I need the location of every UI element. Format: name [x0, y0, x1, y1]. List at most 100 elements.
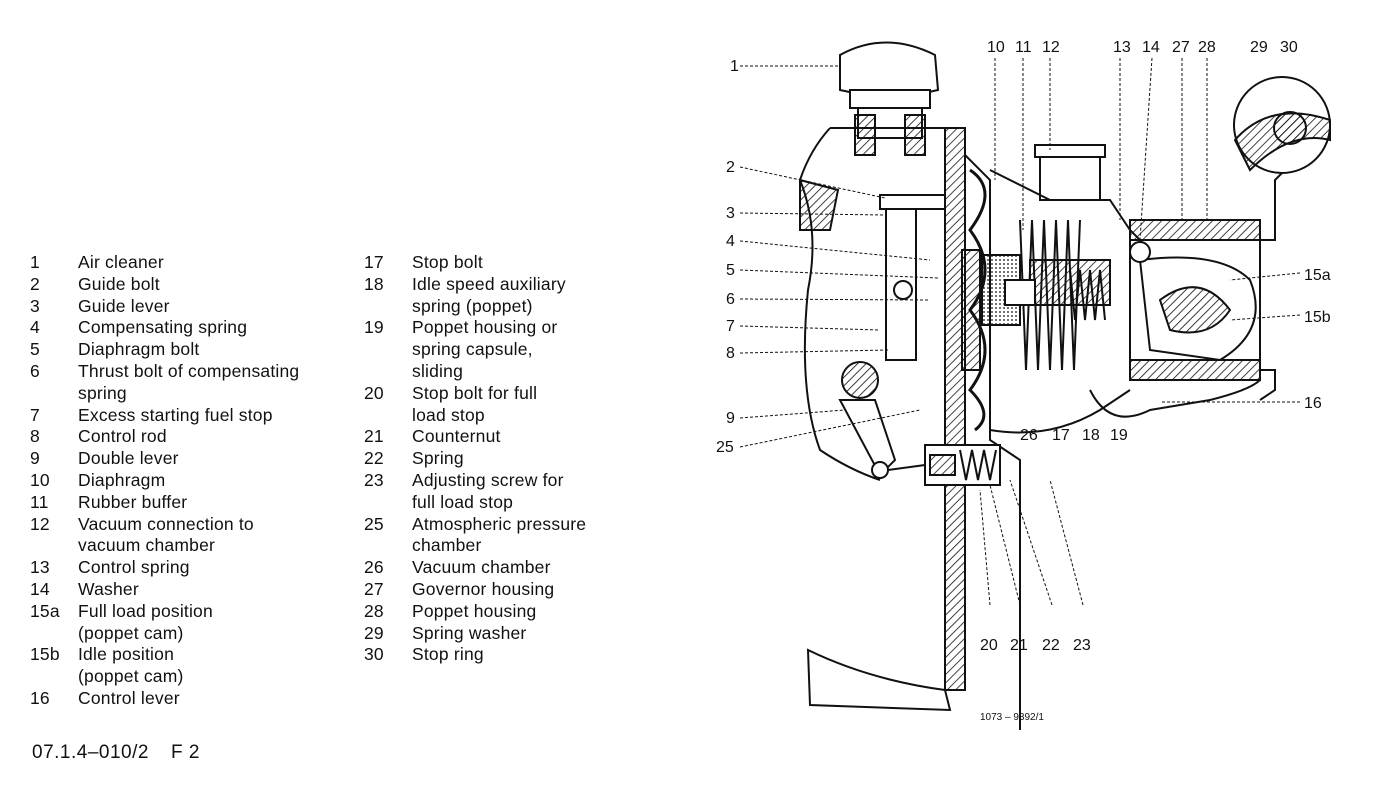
- callout-number: 25: [716, 439, 734, 456]
- legend-line: Guide bolt: [78, 273, 160, 294]
- legend-line: Diaphragm bolt: [78, 339, 200, 360]
- legend-description: Spring: [412, 448, 664, 470]
- legend-number: 22: [364, 448, 384, 469]
- callout-number: 6: [726, 291, 735, 308]
- legend-line: Excess starting fuel stop: [78, 404, 273, 425]
- callout-number: 10: [987, 39, 1005, 56]
- document-code: 07.1.4–010/2: [32, 742, 149, 763]
- callout-number: 23: [1073, 637, 1091, 654]
- callout-number: 7: [726, 318, 735, 335]
- legend-number: 21: [364, 426, 384, 447]
- legend-item: 17 Stop bolt: [364, 252, 664, 274]
- legend-line: Full load position: [78, 600, 213, 621]
- legend-line: Stop ring: [412, 644, 484, 665]
- legend-number: 6: [30, 360, 40, 381]
- legend-line: Air cleaner: [78, 252, 164, 272]
- legend-item: 26 Vacuum chamber: [364, 557, 664, 579]
- legend-number: 17: [364, 252, 384, 272]
- legend-number: 7: [30, 404, 40, 425]
- legend-number: 14: [30, 578, 50, 599]
- legend-line: Compensating spring: [78, 317, 248, 338]
- legend-line: Stop bolt for full: [412, 382, 538, 403]
- legend-number: 1: [30, 252, 40, 272]
- legend-line: Control rod: [78, 426, 167, 447]
- legend-line: Guide lever: [78, 295, 170, 316]
- callout-number: 28: [1198, 39, 1216, 56]
- legend-line: Diaphragm: [78, 469, 166, 490]
- legend-number: 5: [30, 339, 40, 360]
- legend-line: spring (poppet): [412, 295, 533, 316]
- callout-number: 14: [1142, 39, 1160, 56]
- legend-line: Control lever: [78, 687, 180, 708]
- legend-item: 7 Excess starting fuel stop: [30, 405, 370, 427]
- air-cleaner-shape: [839, 41, 940, 97]
- legend-line: chamber: [412, 535, 482, 556]
- callout-number: 27: [1172, 39, 1190, 56]
- legend-line: Stop bolt: [412, 252, 483, 272]
- legend-line: Spring: [412, 448, 464, 469]
- legend-description: Diaphragm bolt: [78, 339, 370, 361]
- legend-description: Diaphragm: [78, 470, 370, 492]
- legend-description: Control lever: [78, 688, 370, 710]
- legend-number: 8: [30, 426, 40, 447]
- legend-item: 5 Diaphragm bolt: [30, 339, 370, 361]
- legend-item: 1 Air cleaner: [30, 252, 370, 274]
- callout-number: 17: [1052, 427, 1070, 444]
- legend-number: 27: [364, 578, 384, 599]
- legend-number: 29: [364, 622, 384, 643]
- legend-line: Counternut: [412, 426, 501, 447]
- legend-line: spring capsule,: [412, 339, 533, 360]
- legend-description: Excess starting fuel stop: [78, 405, 370, 427]
- callout-number: 30: [1280, 39, 1298, 56]
- legend-item: 21 Counternut: [364, 426, 664, 448]
- legend-number: 23: [364, 469, 384, 490]
- callout-number: 4: [726, 233, 735, 250]
- callout-number: 18: [1082, 427, 1100, 444]
- callout-number: 22: [1042, 637, 1060, 654]
- legend-number: 26: [364, 557, 384, 578]
- legend-description: Air cleaner: [78, 252, 370, 274]
- legend-description: Washer: [78, 579, 370, 601]
- legend-number: 4: [30, 317, 40, 338]
- page-code: F 2: [170, 742, 200, 763]
- callout-number: 21: [1010, 637, 1028, 654]
- legend-number: 28: [364, 600, 384, 621]
- legend-line: sliding: [412, 360, 464, 381]
- callout-number: 9: [726, 410, 735, 427]
- legend-line: Spring washer: [412, 622, 527, 643]
- legend-description: Stop ring: [412, 644, 664, 666]
- legend-description: Poppet housing: [412, 601, 664, 623]
- legend-line: Rubber buffer: [78, 491, 188, 512]
- legend-line: Atmospheric pressure: [412, 513, 587, 534]
- legend-description: Guide lever: [78, 296, 370, 318]
- legend-item: 8 Control rod: [30, 426, 370, 448]
- callout-number: 1: [730, 58, 739, 75]
- legend-item: 14 Washer: [30, 579, 370, 601]
- legend-line: Vacuum chamber: [412, 557, 551, 578]
- callout-number: 15a: [1304, 267, 1331, 284]
- legend-item: 28 Poppet housing: [364, 601, 664, 623]
- legend-line: full load stop: [412, 491, 514, 512]
- legend-number: 10: [30, 469, 50, 490]
- callout-number: 19: [1110, 427, 1128, 444]
- legend-number: 15b: [30, 644, 60, 665]
- legend-item: 29 Spring washer: [364, 623, 664, 645]
- callout-number: 11: [1015, 39, 1032, 56]
- legend-number: 15a: [30, 600, 60, 621]
- callout-number: 2: [726, 159, 735, 176]
